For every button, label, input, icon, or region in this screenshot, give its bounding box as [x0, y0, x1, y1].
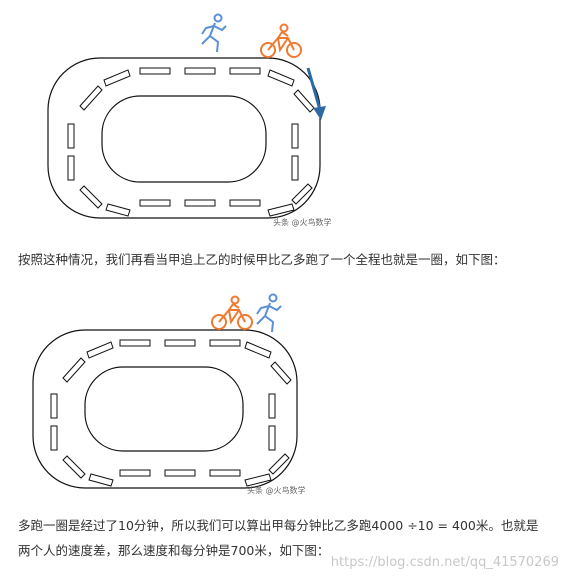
page-watermark: https://blog.csdn.net/qq_41570269 — [330, 555, 559, 570]
track-diagram-2: 头条 @火鸟数学 — [32, 293, 306, 495]
runner-blue-icon — [256, 293, 282, 333]
paragraph-2-line-1: 多跑一圈是经过了10分钟，所以我们可以算出甲每分钟比乙多跑4000 ÷10 = … — [18, 518, 539, 533]
cyclist-orange-icon — [260, 23, 302, 58]
figure-watermark-2: 头条 @火鸟数学 — [247, 485, 306, 495]
arrow-down-icon — [306, 67, 326, 120]
paragraph-1: 按照这种情况，我们再看当甲追上乙的时候甲比乙多跑了一个全程也就是一圈，如下图： — [18, 252, 506, 267]
track-figure-1: 头条 @火鸟数学 — [40, 10, 360, 228]
track-figure-2: 头条 @火鸟数学 — [25, 292, 325, 497]
cyclist-orange-icon — [211, 295, 253, 330]
outer-track-border — [47, 57, 321, 219]
lane-dashes — [50, 339, 292, 487]
runner-blue-icon — [201, 13, 227, 53]
paragraph-2-line-2: 两个人的速度差，那么速度和每分钟是700米，如下图： — [18, 543, 330, 558]
inner-field-border — [101, 95, 267, 183]
inner-field-border — [84, 366, 244, 452]
figure-watermark-1: 头条 @火鸟数学 — [273, 217, 332, 227]
lane-dashes — [67, 67, 315, 217]
track-diagram-1: 头条 @火鸟数学 — [47, 13, 332, 227]
outer-track-border — [32, 329, 298, 489]
